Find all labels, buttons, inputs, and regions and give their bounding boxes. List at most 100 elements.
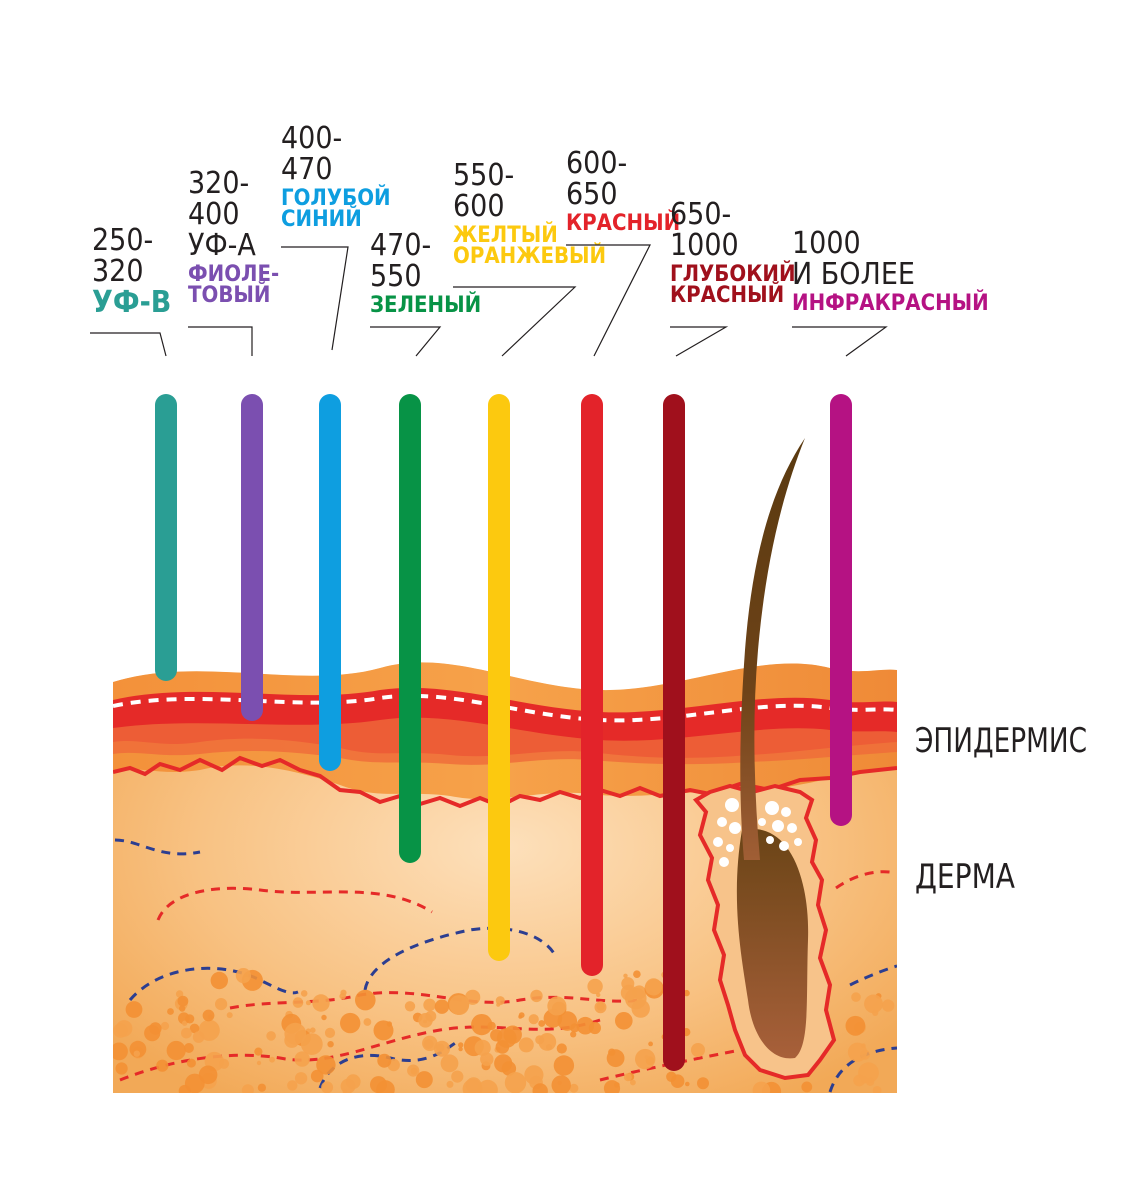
fat-dot: [235, 968, 251, 984]
fat-dot: [872, 1009, 879, 1017]
wavelength-name-text: УФ-В: [92, 285, 171, 320]
fat-dot: [125, 1001, 143, 1018]
fat-dot: [569, 1083, 579, 1093]
fat-dot: [465, 1077, 482, 1093]
fat-dot: [192, 1031, 205, 1043]
wavelength-range-text: 470-: [370, 228, 431, 263]
fat-dot: [851, 992, 861, 1002]
fat-dot: [210, 971, 228, 990]
fat-dot: [133, 1050, 140, 1057]
fat-dot: [451, 1070, 464, 1083]
fat-dot: [186, 1058, 196, 1068]
fat-dot: [490, 1029, 503, 1042]
fat-dot: [615, 1012, 633, 1030]
wavelength-range-text: 550: [370, 259, 422, 294]
fat-dot: [115, 1062, 128, 1075]
fat-dot: [504, 1072, 527, 1093]
label-pointer: [792, 326, 888, 357]
fat-dot: [645, 978, 663, 996]
fat-dot: [215, 998, 228, 1011]
fat-dot: [287, 1080, 298, 1091]
hair-bulb: [736, 828, 809, 1059]
fat-dot: [355, 989, 376, 1011]
fat-dot: [697, 1077, 709, 1090]
fat-dot: [182, 1020, 188, 1026]
fat-dot: [422, 1035, 438, 1052]
fat-dot: [312, 994, 330, 1012]
wavelength-range-text: 1000: [792, 226, 861, 261]
wavelength-range-text: 550-: [453, 158, 514, 193]
fat-dot: [300, 990, 308, 997]
fat-dot: [407, 1064, 420, 1077]
wavelength-range-text: УФ-А: [188, 228, 256, 263]
blood-vessel-blue: [849, 964, 897, 987]
fat-dot: [847, 1042, 868, 1062]
fat-dot: [480, 1052, 494, 1066]
fat-dot: [570, 1031, 577, 1038]
wavelength-name-text: ГЛУБОКИЙ: [670, 261, 796, 287]
fat-dot: [160, 1021, 170, 1031]
fat-dot: [185, 1014, 195, 1024]
fat-dot: [623, 1073, 632, 1082]
fat-dot: [553, 1055, 575, 1076]
fat-dot: [310, 1027, 316, 1033]
fat-dot: [446, 1080, 454, 1088]
fat-dot: [866, 1077, 875, 1086]
fat-dot: [625, 987, 647, 1010]
wavelength-bars: 250-320УФ-В320-400УФ-АФИОЛЕ-ТОВЫЙ400-470…: [90, 121, 989, 1071]
fat-dot: [670, 1074, 685, 1088]
sebaceous-gland: [713, 798, 802, 867]
fat-dot: [633, 970, 641, 978]
wavelength-range-text: 470: [281, 152, 333, 187]
fat-dot: [266, 1031, 276, 1041]
wavelength-range-text: 320: [92, 254, 144, 289]
fat-dot: [872, 1086, 882, 1093]
fat-dot: [691, 1043, 705, 1057]
fat-dot: [115, 1020, 133, 1037]
fat-dot: [423, 998, 436, 1012]
fat-dot: [256, 1060, 262, 1066]
fat-dot: [415, 1071, 433, 1089]
fat-dot: [113, 1042, 128, 1061]
label-pointer: [453, 286, 577, 357]
fat-dot: [149, 1022, 162, 1035]
wavelength-range-text: 600: [453, 189, 505, 224]
blood-vessel-blue: [128, 966, 299, 1001]
fat-dot: [465, 989, 481, 1005]
fat-dot: [528, 1014, 539, 1025]
fat-dot: [156, 1059, 169, 1072]
fat-dot: [183, 1043, 194, 1053]
subcutaneous-fat-dots: [113, 968, 895, 1093]
fat-dot: [310, 1069, 324, 1083]
blood-vessel-blue: [114, 838, 201, 856]
fat-dot: [284, 1022, 307, 1045]
fat-dot: [167, 1008, 174, 1015]
fat-dot: [316, 1055, 336, 1075]
fat-dot: [535, 1035, 545, 1045]
fat-dot: [179, 1005, 186, 1012]
label-pointer: [370, 326, 442, 357]
fat-dot: [532, 1083, 548, 1093]
fat-dot: [300, 1033, 323, 1055]
dermis-label: ДЕРМА: [915, 857, 1015, 897]
wavelength-name-text: ЖЕЛТЫЙ: [453, 222, 558, 248]
wavelength-range-text: 650: [566, 177, 618, 212]
blood-vessel-red: [835, 870, 891, 890]
fat-dot: [614, 1082, 620, 1088]
fat-dot: [596, 992, 601, 998]
fat-dot: [436, 1043, 445, 1052]
hair-shaft: [740, 438, 805, 860]
wavelength-name-text: ГОЛУБОЙ: [281, 185, 391, 211]
fat-dot: [449, 995, 470, 1015]
fat-dot: [845, 1015, 866, 1036]
fat-dot: [440, 1054, 459, 1073]
wavelength-range-text: 400: [188, 197, 240, 232]
wavelength-name-text: ИНФРАКРАСНЫЙ: [792, 290, 989, 316]
wavelength-name-text: КРАСНЫЙ: [670, 282, 784, 308]
wavelength-range-text: 650-: [670, 197, 731, 232]
wavelength-name-text: ТОВЫЙ: [188, 282, 270, 308]
